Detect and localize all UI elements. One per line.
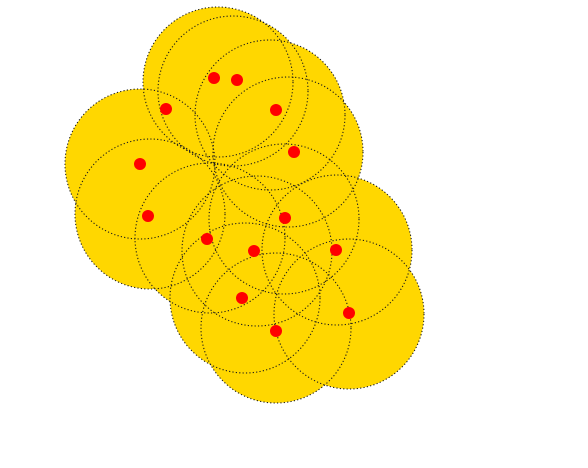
- disk-outline-4: [212, 76, 364, 228]
- point-6: [288, 146, 300, 158]
- point-13: [343, 307, 355, 319]
- point-7: [142, 210, 154, 222]
- point-4: [270, 104, 282, 116]
- point-2: [231, 74, 243, 86]
- disk-outline-5: [64, 88, 216, 240]
- disk-outline-12: [169, 222, 321, 374]
- disk-outline-6: [74, 138, 226, 290]
- disk-outline-13: [200, 252, 352, 404]
- disk-outline-layer: [64, 6, 425, 404]
- point-10: [248, 245, 260, 257]
- point-12: [236, 292, 248, 304]
- point-3: [160, 103, 172, 115]
- disk-outline-11: [273, 238, 425, 390]
- disk-outline-9: [208, 143, 360, 295]
- point-1: [208, 72, 220, 84]
- disk-outline-1: [142, 6, 294, 158]
- disk-fill-layer: [65, 7, 424, 403]
- point-14: [270, 325, 282, 337]
- point-layer: [134, 72, 355, 337]
- point-9: [201, 233, 213, 245]
- point-11: [330, 244, 342, 256]
- disk-outline-7: [134, 162, 286, 314]
- disk-outline-3: [194, 39, 346, 191]
- disk-outline-10: [261, 174, 413, 326]
- point-8: [279, 212, 291, 224]
- point-5: [134, 158, 146, 170]
